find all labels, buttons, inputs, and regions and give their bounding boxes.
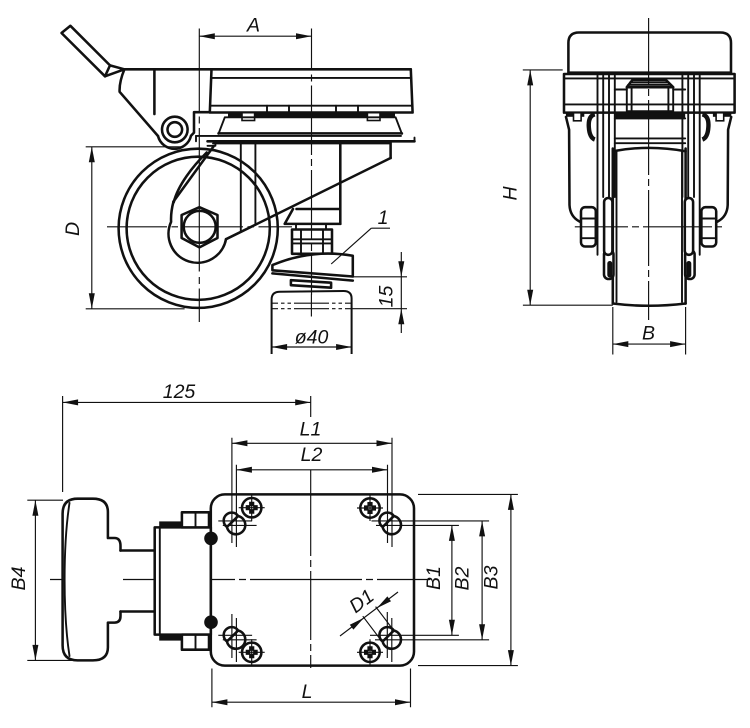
svg-text:1: 1 xyxy=(378,207,389,229)
svg-text:B4: B4 xyxy=(8,566,30,590)
svg-text:ø40: ø40 xyxy=(295,327,329,349)
svg-text:L2: L2 xyxy=(301,444,323,466)
svg-text:B3: B3 xyxy=(481,565,503,589)
svg-text:B: B xyxy=(642,323,655,345)
svg-text:B1: B1 xyxy=(423,566,445,590)
svg-text:A: A xyxy=(246,15,260,37)
svg-text:125: 125 xyxy=(163,381,196,403)
svg-text:D: D xyxy=(62,222,84,236)
svg-text:H: H xyxy=(500,186,522,201)
svg-text:15: 15 xyxy=(376,286,398,308)
svg-text:L: L xyxy=(302,681,313,703)
svg-text:B2: B2 xyxy=(452,566,474,590)
svg-text:L1: L1 xyxy=(300,419,322,441)
